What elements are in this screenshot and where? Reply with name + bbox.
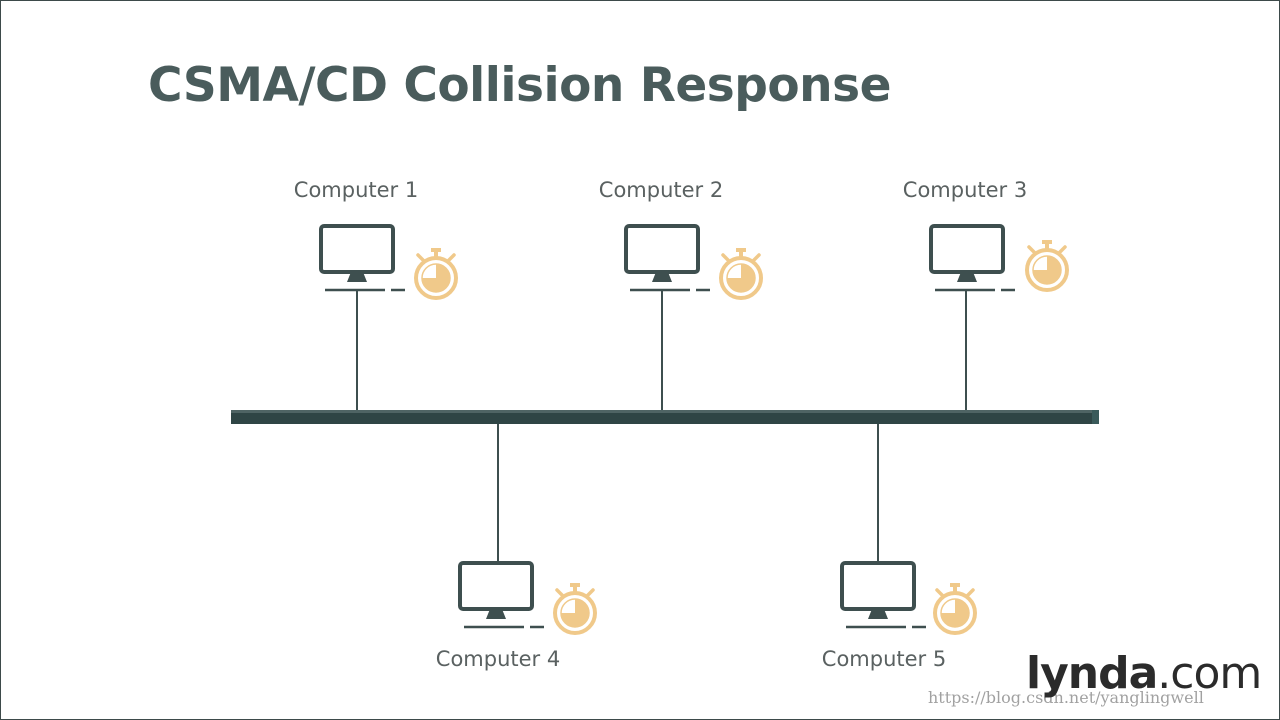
- monitor-icon: [624, 224, 712, 292]
- computer-3-label: Computer 3: [902, 178, 1028, 202]
- stopwatch-icon: [719, 246, 763, 300]
- url-watermark: https://blog.csdn.net/yanglingwell: [928, 688, 1204, 707]
- logo-bold-text: lynda: [1026, 648, 1158, 699]
- computer-4-label: Computer 4: [435, 647, 561, 671]
- computer-5-node: [840, 561, 977, 635]
- monitor-icon: [458, 561, 546, 629]
- stopwatch-icon: [553, 581, 597, 635]
- computer-2-node: [624, 224, 763, 300]
- computer-4-node: [458, 561, 597, 635]
- stopwatch-icon: [414, 246, 458, 300]
- stopwatch-icon: [933, 581, 977, 635]
- computer-1-label: Computer 1: [293, 178, 419, 202]
- slide-title: CSMA/CD Collision Response: [148, 58, 892, 113]
- computer-5-label: Computer 5: [821, 647, 947, 671]
- monitor-icon: [319, 224, 407, 292]
- network-bus: [231, 410, 1099, 424]
- stopwatch-icon: [1025, 238, 1069, 292]
- logo-domain-text: .com: [1157, 648, 1262, 699]
- computer-3-node: [929, 224, 1069, 292]
- computer-1-node: [319, 224, 458, 300]
- lynda-logo: lynda.com: [1026, 648, 1262, 699]
- monitor-icon: [840, 561, 928, 629]
- computer-2-label: Computer 2: [598, 178, 724, 202]
- monitor-icon: [929, 224, 1017, 292]
